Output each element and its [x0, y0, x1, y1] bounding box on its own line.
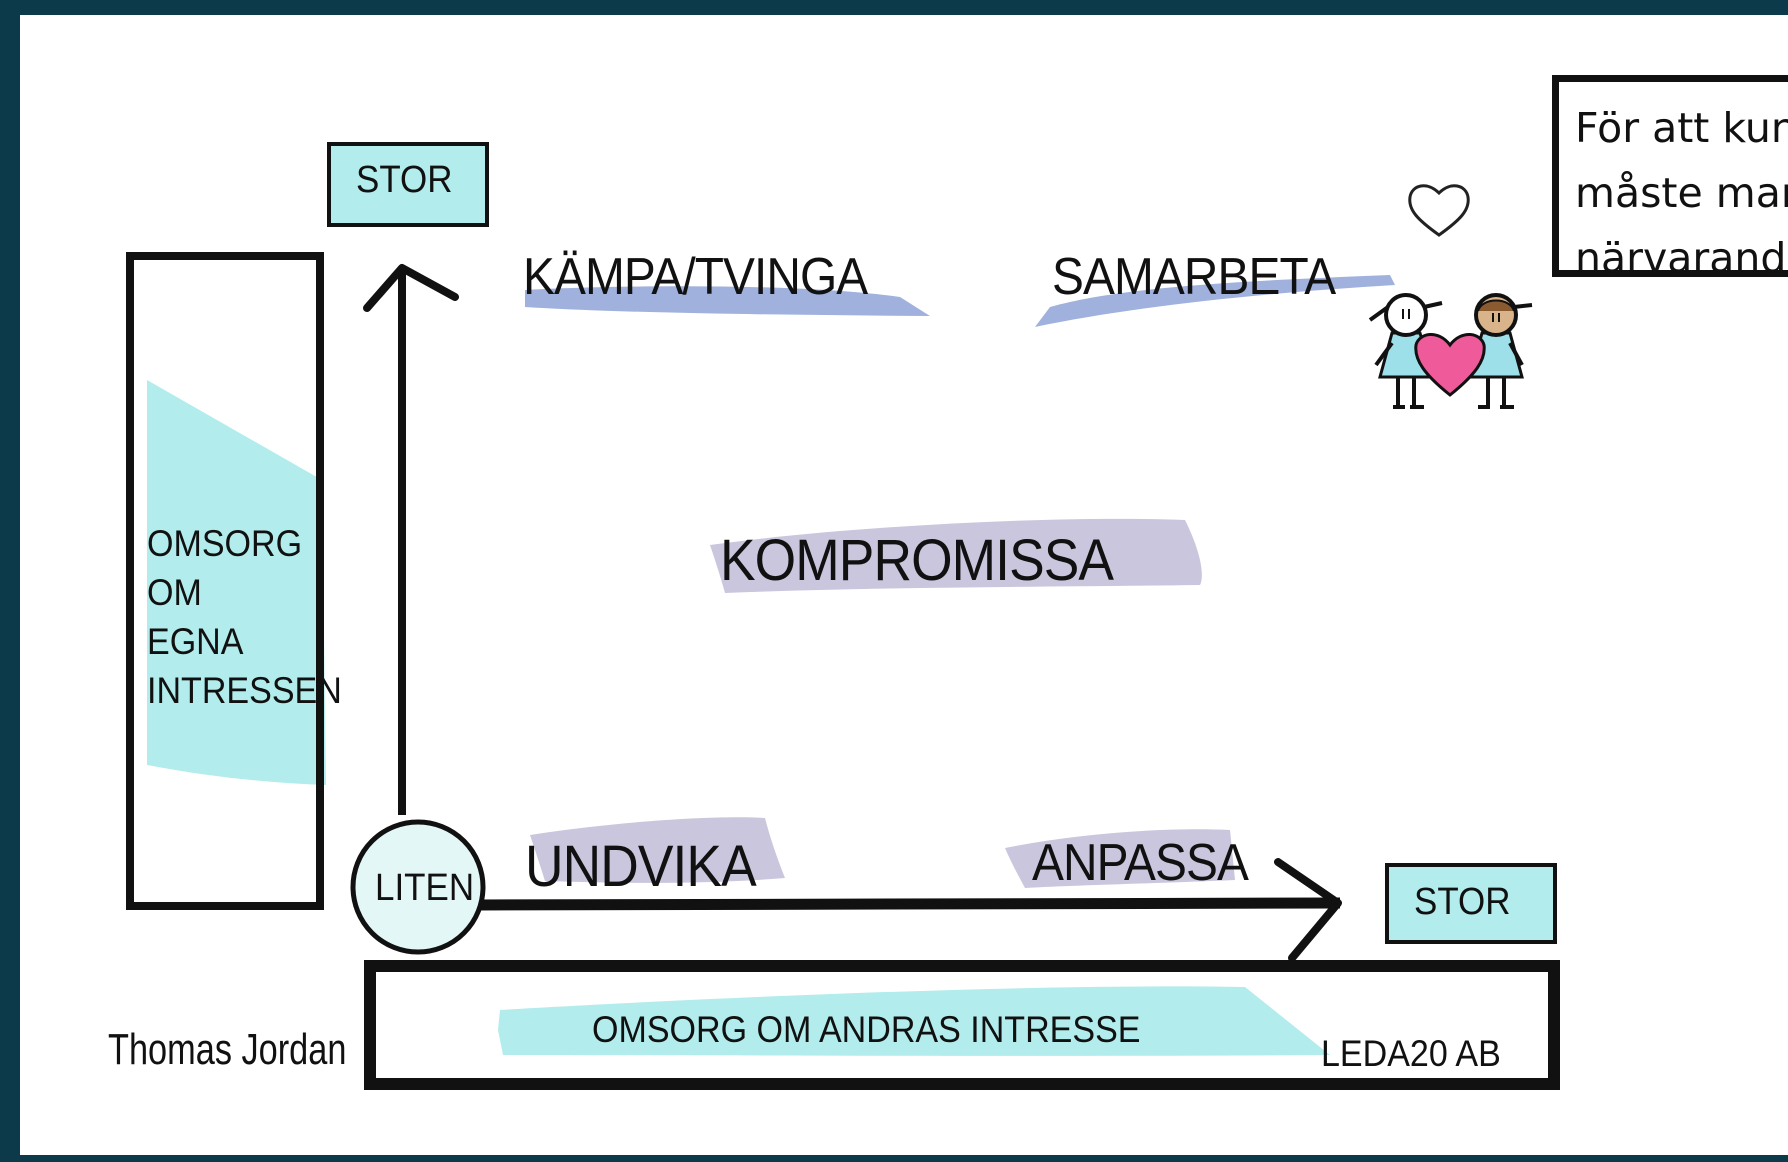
y-axis-dimension-line: EGNA	[147, 621, 244, 662]
y-axis-dimension-line: INTRESSEN	[147, 670, 342, 711]
note-box: För att kun måste man närvarand	[1552, 75, 1788, 282]
y-axis-dimension-label: OMSORG OM EGNA INTRESSEN	[147, 519, 342, 715]
x-axis-dimension-box	[364, 960, 1560, 1090]
diagram-artwork	[126, 142, 1560, 1090]
x-axis-right-box	[1385, 863, 1557, 944]
note-line: närvarand	[1575, 234, 1787, 282]
x-axis-dimension-label: OMSORG OM ANDRAS INTRESSE	[592, 1009, 1141, 1050]
author-credit: Thomas Jordan	[108, 1025, 347, 1074]
y-axis-top-box	[327, 142, 489, 227]
highlight-omsorg-egna	[147, 380, 326, 785]
highlight-kampa	[525, 286, 930, 316]
x-axis-right-label: STOR	[1414, 881, 1511, 923]
x-axis-arrowhead	[1274, 858, 1342, 962]
couple-with-heart-icon	[1368, 293, 1533, 409]
highlight-anpassa	[1005, 829, 1235, 888]
strategy-undvika: UNDVIKA	[525, 834, 757, 899]
highlight-omsorg-andra	[498, 986, 1330, 1056]
y-axis-dimension-box	[126, 252, 324, 910]
note-line: måste man	[1575, 169, 1788, 217]
y-axis-bottom-label: LITEN	[375, 867, 475, 909]
strategy-kompromissa: KOMPROMISSA	[720, 528, 1114, 593]
diagram-canvas: STOR STOR LITEN OMSORG OM EGNA INTRESSEN…	[20, 15, 1788, 1155]
note-line: För att kun	[1575, 104, 1788, 152]
strategy-samarbeta: SAMARBETA	[1052, 248, 1336, 306]
y-axis-dimension-line: OM	[147, 572, 202, 613]
company-credit: LEDA20 AB	[1321, 1033, 1501, 1074]
origin-circle	[350, 819, 486, 955]
y-axis-dimension-line: OMSORG	[147, 523, 303, 564]
strategy-anpassa: ANPASSA	[1032, 834, 1249, 892]
strategy-kampa-tvinga: KÄMPA/TVINGA	[523, 248, 868, 306]
highlight-samarbeta	[1035, 275, 1395, 327]
y-axis-arrowhead	[363, 264, 459, 312]
y-axis-top-label: STOR	[356, 159, 453, 201]
heart-outline-icon	[1408, 184, 1470, 237]
x-axis-line	[477, 897, 1341, 911]
highlight-undvika	[530, 817, 785, 883]
highlight-kompromissa	[710, 518, 1202, 593]
